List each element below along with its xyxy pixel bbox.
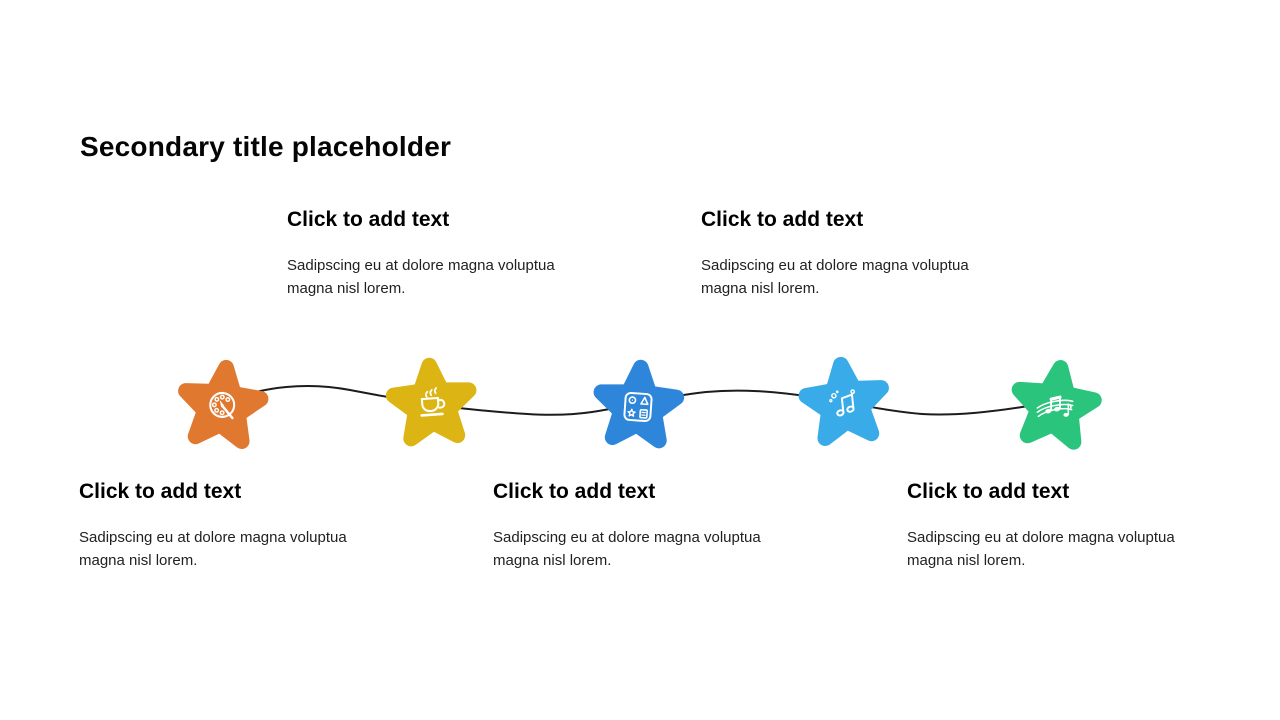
text-placeholder-body[interactable]: Sadipscing eu at dolore magna voluptua m…: [907, 529, 1175, 569]
text-placeholder-heading[interactable]: Click to add text: [907, 480, 1070, 503]
star-body: [798, 356, 889, 447]
star-shape-5[interactable]: [996, 348, 1113, 465]
text-placeholder-body[interactable]: Sadipscing eu at dolore magna voluptua m…: [79, 529, 347, 569]
text-placeholder-2[interactable]: Click to add text Sadipscing eu at dolor…: [287, 207, 597, 300]
slide-title[interactable]: Secondary title placeholder: [80, 131, 452, 162]
connector-path: [223, 385, 1059, 416]
star-shape-3[interactable]: [582, 351, 693, 462]
star-body: [593, 359, 685, 449]
text-placeholder-heading[interactable]: Click to add text: [701, 208, 864, 231]
text-placeholder-heading[interactable]: Click to add text: [493, 480, 656, 503]
shapes-grid-icon: [623, 391, 653, 423]
text-placeholder-5[interactable]: Click to add text Sadipscing eu at dolor…: [907, 479, 1217, 572]
star-body: [178, 359, 269, 450]
text-placeholder-body[interactable]: Sadipscing eu at dolore magna voluptua m…: [701, 257, 969, 297]
star-shape-2[interactable]: [376, 349, 487, 460]
text-placeholder-1[interactable]: Click to add text Sadipscing eu at dolor…: [79, 479, 389, 572]
star-shape-4[interactable]: [788, 347, 902, 461]
star-shape-1[interactable]: [165, 350, 279, 464]
text-placeholder-3[interactable]: Click to add text Sadipscing eu at dolor…: [493, 479, 803, 572]
text-placeholder-heading[interactable]: Click to add text: [287, 208, 450, 231]
text-placeholder-4[interactable]: Click to add text Sadipscing eu at dolor…: [701, 207, 1011, 300]
star-body: [385, 357, 477, 447]
star-body: [1011, 360, 1102, 450]
coffee-cup-icon: [420, 387, 446, 417]
music-note-icon: [829, 389, 856, 417]
music-staff-icon: [1036, 395, 1074, 418]
text-placeholder-body[interactable]: Sadipscing eu at dolore magna voluptua m…: [287, 257, 555, 297]
text-placeholder-body[interactable]: Sadipscing eu at dolore magna voluptua m…: [493, 529, 761, 569]
palette-icon: [209, 391, 236, 420]
text-placeholder-heading[interactable]: Click to add text: [79, 480, 242, 503]
